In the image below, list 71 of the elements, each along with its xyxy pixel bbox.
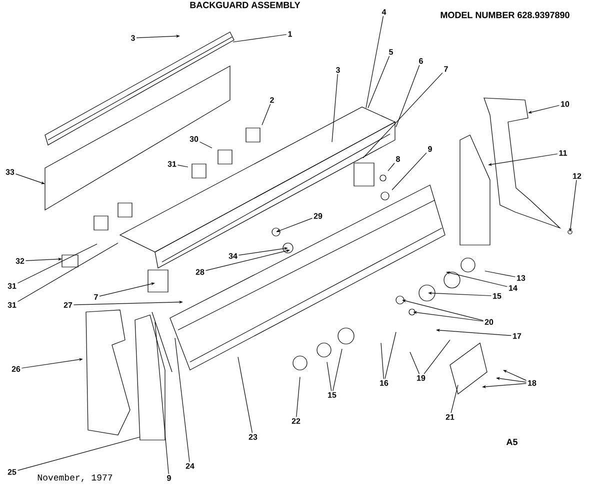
callout-number: 2 (270, 97, 274, 103)
callout-number: 9 (167, 475, 171, 481)
callout-number: 3 (130, 35, 135, 41)
leader-line (368, 56, 390, 108)
leader-line (154, 322, 169, 474)
callout-number: 27 (64, 302, 72, 308)
leader-line (199, 142, 212, 148)
callout-number: 31 (8, 283, 16, 289)
callout-number: 22 (292, 418, 300, 424)
callout-number: 33 (6, 169, 14, 175)
leader-line (17, 242, 118, 302)
callout-number: 21 (446, 414, 454, 420)
leader-line (503, 370, 527, 381)
callout-number: 23 (248, 434, 258, 440)
callout-number: 14 (509, 285, 518, 291)
callout-number: 25 (8, 469, 16, 475)
leader-line (177, 164, 188, 168)
callout-number: 1 (288, 31, 292, 37)
leader-line (238, 356, 253, 434)
callout-number: 4 (382, 9, 386, 15)
callout-number: 17 (513, 333, 522, 339)
leader-line (17, 436, 140, 471)
callout-number: 15 (493, 293, 502, 299)
leader-line (424, 340, 450, 374)
callout-number: 11 (559, 150, 567, 156)
leader-line (450, 384, 458, 414)
leader-line (174, 338, 190, 462)
callout-number: 32 (16, 258, 24, 264)
callout-number: 7 (444, 66, 448, 72)
callout-number: 15 (328, 392, 336, 398)
leader-line (410, 352, 420, 374)
callout-number: 28 (196, 269, 204, 275)
callout-number: 13 (517, 275, 526, 281)
callout-number: 12 (573, 173, 582, 179)
callout-number: 31 (8, 302, 16, 308)
leader-line (332, 348, 342, 392)
leader-line (17, 244, 98, 284)
leader-line (388, 162, 395, 172)
callout-number: 3 (336, 67, 340, 73)
callout-number: 29 (314, 213, 322, 219)
note-text: MODEL NUMBER 628.9397890 (440, 12, 570, 18)
note-text: A5 (506, 438, 518, 446)
callout-number: 20 (484, 319, 494, 325)
title: BACKGUARD ASSEMBLY (190, 2, 300, 8)
callout-number: 16 (380, 380, 388, 386)
callout-number: 18 (528, 380, 536, 386)
callout-number: 7 (94, 294, 98, 300)
leader-line (380, 342, 384, 380)
leader-line (396, 64, 420, 128)
callout-number: 10 (561, 101, 570, 107)
callout-number: 30 (190, 136, 198, 142)
callout-number: 9 (428, 146, 432, 152)
leader-line (326, 362, 332, 392)
leader-line (296, 376, 300, 418)
callout-number: 24 (186, 463, 194, 469)
leader-line (484, 270, 516, 278)
callout-number: 34 (228, 253, 238, 259)
callout-number: 31 (168, 161, 176, 167)
leader-line (262, 104, 271, 126)
callout-number: 19 (417, 375, 426, 381)
leader-line (232, 34, 287, 42)
note-text: November, 1977 (38, 474, 112, 482)
leader-line (392, 152, 427, 190)
leader-line (384, 332, 396, 380)
leader-line (366, 16, 384, 108)
leader-line (332, 74, 338, 142)
callout-number: 6 (419, 58, 423, 64)
leader-line (362, 72, 443, 158)
callout-number: 8 (396, 156, 400, 162)
callout-number: 5 (389, 49, 393, 55)
callout-number: 26 (12, 366, 20, 372)
